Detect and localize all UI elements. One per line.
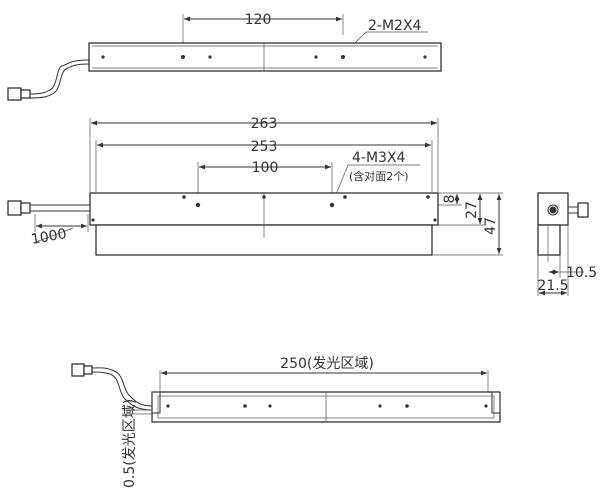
dim-27-label: 27 (464, 201, 480, 219)
bottom-view: 250(发光区域) 0.5(发光区域) (71, 356, 501, 488)
callout-2-m2x4: 2-M2X4 (368, 18, 422, 34)
cable-1000-label: 1000 (30, 226, 68, 248)
dim-05-label: 0.5(发光区域) (122, 399, 138, 488)
dim-250-label: 250(发光区域) (280, 356, 374, 372)
top-view-body (88, 42, 442, 72)
dim-215-label: 21.5 (537, 278, 568, 294)
dim-105-label: 10.5 (566, 265, 597, 281)
side-view: 10.5 21.5 (537, 192, 597, 296)
dim-8-label: 8 (442, 195, 458, 204)
dim-100-label: 100 (252, 160, 279, 176)
dim-253-label: 253 (251, 139, 278, 155)
side-view-lens (537, 224, 561, 256)
top-view-cable (7, 59, 90, 101)
bottom-view-cable (71, 363, 153, 411)
front-view-cable (7, 200, 90, 243)
dim-263-label: 263 (251, 116, 278, 132)
callout-4-m3x4: 4-M3X4 (352, 150, 406, 166)
dim-47-label: 47 (483, 217, 499, 235)
dim-120-label: 120 (245, 12, 272, 28)
front-view: 263 253 100 4-M3X4 (含对面2个) 8 (7, 116, 503, 256)
callout-note: (含对面2个) (349, 169, 409, 183)
top-view: 120 2-M2X4 (7, 12, 442, 101)
